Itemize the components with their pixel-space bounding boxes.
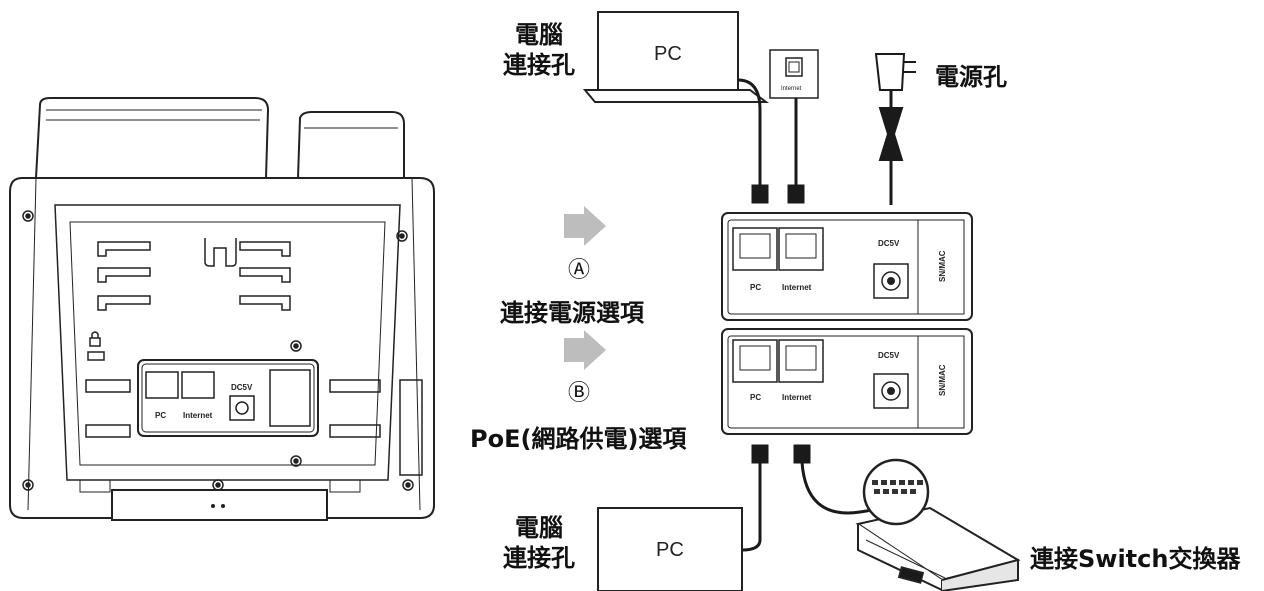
wall-jack-label: Internet	[781, 86, 802, 92]
module-b-pc-label: PC	[750, 393, 761, 402]
pc-port-bottom-line2: 連接孔	[503, 544, 575, 572]
option-b-label: PoE(網路供電)選項	[470, 425, 687, 453]
phone-back-view	[9, 97, 435, 521]
option-a-marker: Ⓐ	[568, 258, 591, 283]
pc-laptop-top	[582, 11, 769, 103]
pc-port-bottom-label: 電腦 連接孔	[503, 513, 575, 573]
module-b-power-label: DC5V	[878, 351, 900, 360]
option-a-label: 連接電源選項	[500, 299, 644, 327]
pc-port-top-line2: 連接孔	[503, 51, 575, 79]
module-b-internet-label: Internet	[782, 393, 812, 402]
bottom-cables	[741, 444, 900, 552]
top-cables	[737, 78, 805, 204]
port-module-b	[721, 328, 973, 435]
phone-port-internet-label: Internet	[183, 411, 213, 420]
module-a-internet-label: Internet	[782, 283, 812, 292]
module-a-pc-label: PC	[750, 283, 761, 292]
switch-device-icon	[855, 458, 1021, 591]
power-port-label: 電源孔	[935, 63, 1007, 91]
switch-label: 連接Switch交換器	[1030, 545, 1241, 573]
module-b-mac-label: SN/MAC	[938, 364, 947, 396]
pc-top-screen-label: PC	[654, 43, 682, 65]
port-module-a	[721, 212, 973, 321]
phone-power-spec-label: DC5V	[231, 383, 253, 392]
pc-port-top-line1: 電腦	[515, 21, 563, 49]
power-adapter-icon	[874, 53, 916, 205]
phone-port-pc-label: PC	[155, 411, 166, 420]
pc-port-top-label: 電腦 連接孔	[503, 20, 575, 80]
option-a-arrow	[564, 206, 606, 246]
module-a-power-label: DC5V	[878, 239, 900, 248]
option-arrows	[564, 206, 606, 370]
option-b-marker: Ⓑ	[568, 381, 591, 406]
internet-wall-jack	[769, 49, 819, 99]
module-a-mac-label: SN/MAC	[938, 250, 947, 282]
pc-laptop-bottom	[597, 507, 743, 591]
pc-port-bottom-line1: 電腦	[515, 514, 563, 542]
option-b-arrow	[564, 330, 606, 370]
pc-bottom-screen-label: PC	[656, 539, 684, 561]
